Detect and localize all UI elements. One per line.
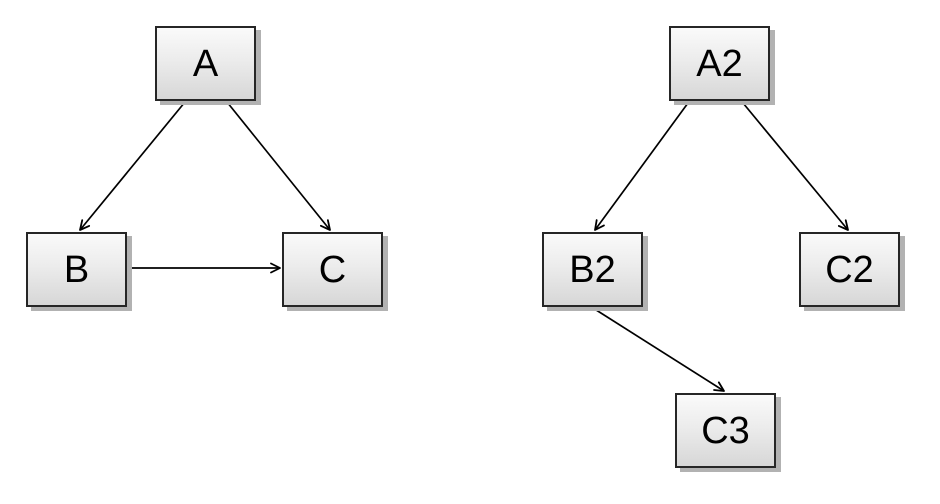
node-B2[interactable]: B2	[542, 232, 643, 307]
node-label-C2: C2	[825, 248, 874, 291]
node-label-B: B	[63, 248, 90, 291]
edge-A2-B2[interactable]	[594, 102, 689, 231]
node-label-A: A	[192, 42, 219, 85]
node-C3[interactable]: C3	[675, 393, 776, 468]
edge-A-B[interactable]	[79, 101, 186, 231]
edge-A2-C2[interactable]	[742, 102, 849, 231]
node-C2[interactable]: C2	[799, 232, 900, 307]
node-A2[interactable]: A2	[669, 26, 770, 101]
node-label-B2: B2	[569, 248, 616, 291]
node-B[interactable]: B	[26, 232, 127, 307]
edge-B2-C3[interactable]	[592, 307, 725, 392]
node-label-A2: A2	[696, 42, 743, 85]
node-A[interactable]: A	[155, 26, 256, 101]
node-C[interactable]: C	[282, 232, 383, 307]
node-label-C3: C3	[701, 409, 750, 452]
edge-A-C[interactable]	[226, 101, 331, 231]
node-label-C: C	[318, 248, 347, 291]
